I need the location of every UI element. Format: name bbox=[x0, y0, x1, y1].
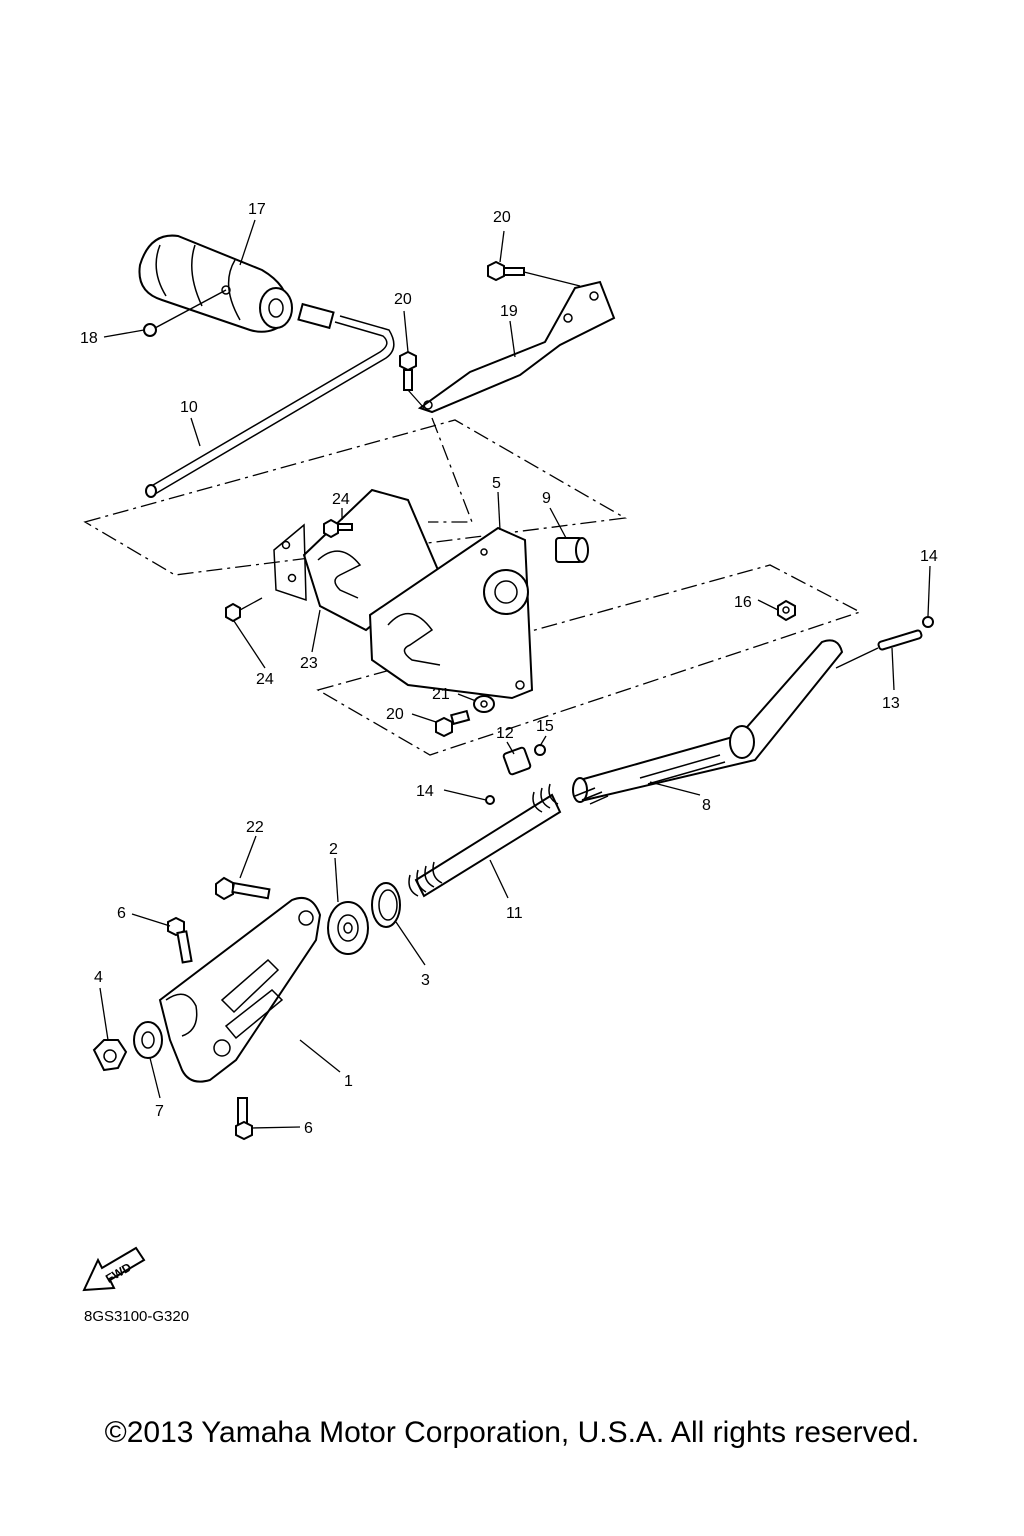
callout-20-mid: 20 bbox=[394, 291, 412, 308]
leader-13 bbox=[891, 647, 895, 691]
base-bolt-upper bbox=[167, 916, 193, 964]
callout-15: 15 bbox=[536, 718, 554, 735]
callout-24-top: 24 bbox=[332, 491, 350, 508]
leader-21 bbox=[457, 693, 477, 702]
collar bbox=[502, 746, 532, 776]
callout-7: 7 bbox=[155, 1103, 164, 1120]
shaft-nut bbox=[777, 599, 796, 622]
upper-assembly-frame bbox=[83, 419, 627, 576]
callout-20-low: 20 bbox=[386, 706, 404, 723]
leader-4 bbox=[99, 987, 109, 1041]
leader-24b bbox=[233, 620, 266, 669]
callout-19: 19 bbox=[500, 303, 518, 320]
cable-alignment-line bbox=[428, 417, 473, 523]
mounting-bracket bbox=[158, 896, 322, 1083]
cover-bolt-upper bbox=[323, 518, 353, 539]
base-bolt-lower bbox=[235, 1097, 253, 1141]
bracket-bolt-upper bbox=[487, 260, 581, 287]
callout-18: 18 bbox=[80, 330, 98, 347]
leader-11 bbox=[489, 859, 509, 899]
callout-12: 12 bbox=[496, 725, 514, 742]
bushing bbox=[555, 537, 589, 563]
callout-22: 22 bbox=[246, 819, 264, 836]
callout-21: 21 bbox=[432, 686, 450, 703]
callout-17: 17 bbox=[248, 201, 266, 218]
callout-6-bottom: 6 bbox=[304, 1120, 313, 1137]
retaining-clip-lower bbox=[485, 795, 495, 805]
callout-5: 5 bbox=[492, 475, 501, 492]
callout-24-bottom: 24 bbox=[256, 671, 274, 688]
callout-9: 9 bbox=[542, 490, 551, 507]
leader-14a bbox=[927, 565, 931, 617]
callout-6-top: 6 bbox=[117, 905, 126, 922]
pivot-pin bbox=[835, 629, 923, 669]
middle-assembly-frame bbox=[316, 564, 862, 756]
fwd-arrow-icon: FWD bbox=[82, 1246, 146, 1292]
lever-shaft bbox=[572, 639, 844, 805]
callout-10: 10 bbox=[180, 399, 198, 416]
leader-8 bbox=[649, 781, 701, 796]
leader-1 bbox=[299, 1039, 341, 1073]
flange-nut bbox=[92, 1039, 128, 1072]
handle-grip bbox=[138, 234, 293, 333]
leader-12 bbox=[506, 741, 515, 755]
housing-washer bbox=[473, 695, 495, 713]
callout-1: 1 bbox=[344, 1073, 353, 1090]
leader-2 bbox=[334, 857, 339, 903]
leader-5 bbox=[497, 491, 501, 531]
leader-20c bbox=[411, 713, 437, 723]
leader-22 bbox=[239, 835, 257, 879]
flat-washer bbox=[133, 1021, 163, 1059]
leader-10 bbox=[190, 417, 201, 447]
leader-6a bbox=[131, 913, 171, 927]
leader-18 bbox=[103, 329, 145, 338]
leader-20a bbox=[499, 230, 505, 263]
cover-bolt-lower bbox=[225, 597, 263, 623]
leader-9 bbox=[549, 507, 567, 539]
callout-8: 8 bbox=[702, 797, 711, 814]
callout-2: 2 bbox=[329, 841, 338, 858]
callout-16: 16 bbox=[734, 594, 752, 611]
cable-bracket bbox=[417, 280, 616, 414]
small-washer bbox=[534, 744, 546, 756]
leader-20b bbox=[403, 310, 409, 353]
leader-6b bbox=[251, 1126, 301, 1129]
leader-3 bbox=[395, 921, 426, 966]
base-bolt-long bbox=[215, 876, 271, 901]
lever-rod bbox=[145, 302, 395, 498]
housing-bolt bbox=[435, 709, 471, 738]
circlip bbox=[371, 882, 401, 928]
lever-housing bbox=[368, 526, 534, 700]
bearing bbox=[327, 901, 369, 955]
callout-13: 13 bbox=[882, 695, 900, 712]
callout-3: 3 bbox=[421, 972, 430, 989]
callout-20-top: 20 bbox=[493, 209, 511, 226]
callout-11: 11 bbox=[506, 905, 523, 922]
grip-screw bbox=[143, 289, 227, 337]
return-spring bbox=[408, 783, 562, 898]
leader-7 bbox=[149, 1057, 161, 1099]
callout-23: 23 bbox=[300, 655, 318, 672]
copyright-notice: ©2013 Yamaha Motor Corporation, U.S.A. A… bbox=[104, 1416, 920, 1449]
callout-4: 4 bbox=[94, 969, 103, 986]
leader-23 bbox=[311, 609, 321, 653]
leader-16 bbox=[757, 599, 779, 611]
bracket-bolt-lower bbox=[399, 350, 425, 409]
callout-14-low: 14 bbox=[416, 783, 434, 800]
callout-14-top: 14 bbox=[920, 548, 938, 565]
drawing-code: 8GS3100-G320 bbox=[84, 1308, 190, 1325]
retaining-clip-upper bbox=[922, 616, 934, 628]
leader-19 bbox=[509, 320, 516, 358]
leader-17 bbox=[239, 219, 256, 266]
leader-15 bbox=[539, 735, 547, 747]
leader-14b bbox=[443, 789, 487, 801]
